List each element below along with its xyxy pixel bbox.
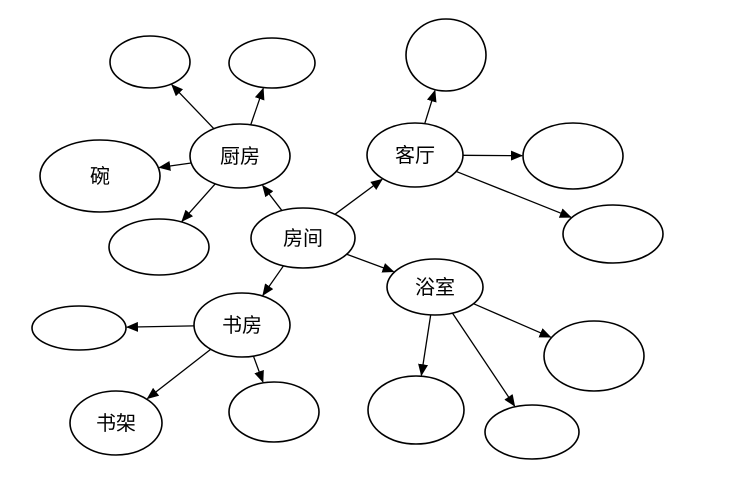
edges [125, 84, 572, 407]
node-study-ellipse [193, 292, 291, 358]
node-living-blank-3 [562, 204, 664, 264]
node-bathroom-ellipse [386, 258, 484, 316]
arrow-kitchen-to-kitchen_blank_3 [181, 183, 216, 222]
node-living-room-ellipse [366, 122, 464, 188]
node-living-blank-1-ellipse [405, 18, 487, 92]
node-study-blank-1 [31, 305, 127, 351]
node-bookshelf-ellipse [69, 390, 163, 456]
node-kitchen-blank-1 [109, 35, 191, 89]
node-bathroom: 浴室 [386, 258, 484, 316]
node-study-label: 书房 [222, 313, 262, 337]
node-living-room-label: 客厅 [395, 143, 435, 167]
node-bowl-ellipse [39, 139, 161, 213]
node-kitchen-blank-2 [228, 37, 316, 89]
node-kitchen-blank-1-ellipse [109, 35, 191, 89]
node-room-ellipse [250, 207, 356, 269]
arrow-bathroom-to-bath_blank_3 [473, 303, 552, 338]
arrow-kitchen-to-kitchen_blank_1 [171, 84, 215, 130]
node-kitchen-ellipse [189, 123, 291, 189]
node-room-label: 房间 [283, 226, 323, 250]
node-study-blank-2 [228, 381, 320, 443]
node-kitchen-blank-2-ellipse [228, 37, 316, 89]
arrow-kitchen-to-bowl [158, 161, 192, 171]
arrow-kitchen-to-kitchen_blank_2 [250, 87, 265, 125]
node-bath-blank-1-ellipse [367, 375, 465, 445]
arrow-bathroom-to-bath_blank_2 [451, 312, 516, 407]
node-bookshelf-label: 书架 [96, 411, 136, 435]
node-kitchen-blank-3-ellipse [108, 218, 210, 276]
node-living-blank-2 [522, 122, 624, 190]
node-bathroom-label: 浴室 [415, 275, 455, 299]
arrow-room-to-living_room [334, 178, 383, 215]
node-kitchen: 厨房 [189, 123, 291, 189]
node-bath-blank-2 [484, 404, 580, 460]
arrow-study-to-study_blank_1 [125, 321, 195, 332]
arrow-bathroom-to-bath_blank_1 [418, 314, 432, 377]
node-room: 房间 [250, 207, 356, 269]
arrow-room-to-kitchen [262, 184, 283, 211]
node-bookshelf: 书架 [69, 390, 163, 456]
node-study: 书房 [193, 292, 291, 358]
node-bowl-label: 碗 [90, 164, 110, 188]
arrow-living_room-to-living_blank_1 [424, 89, 437, 124]
node-bath-blank-1 [367, 375, 465, 445]
node-kitchen-label: 厨房 [220, 144, 260, 168]
node-living-blank-3-ellipse [562, 204, 664, 264]
node-kitchen-blank-3 [108, 218, 210, 276]
node-study-blank-2-ellipse [228, 381, 320, 443]
node-living-blank-1 [405, 18, 487, 92]
node-bath-blank-3 [543, 320, 645, 392]
arrow-room-to-bathroom [346, 253, 395, 273]
node-study-blank-1-ellipse [31, 305, 127, 351]
arrow-study-to-study_blank_2 [252, 355, 264, 383]
arrow-room-to-study [262, 265, 285, 297]
node-bowl: 碗 [39, 139, 161, 213]
node-living-room: 客厅 [366, 122, 464, 188]
arrow-study-to-bookshelf [146, 348, 212, 400]
node-bath-blank-2-ellipse [484, 404, 580, 460]
arrow-living_room-to-living_blank_3 [455, 170, 572, 218]
node-living-blank-2-ellipse [522, 122, 624, 190]
node-bath-blank-3-ellipse [543, 320, 645, 392]
